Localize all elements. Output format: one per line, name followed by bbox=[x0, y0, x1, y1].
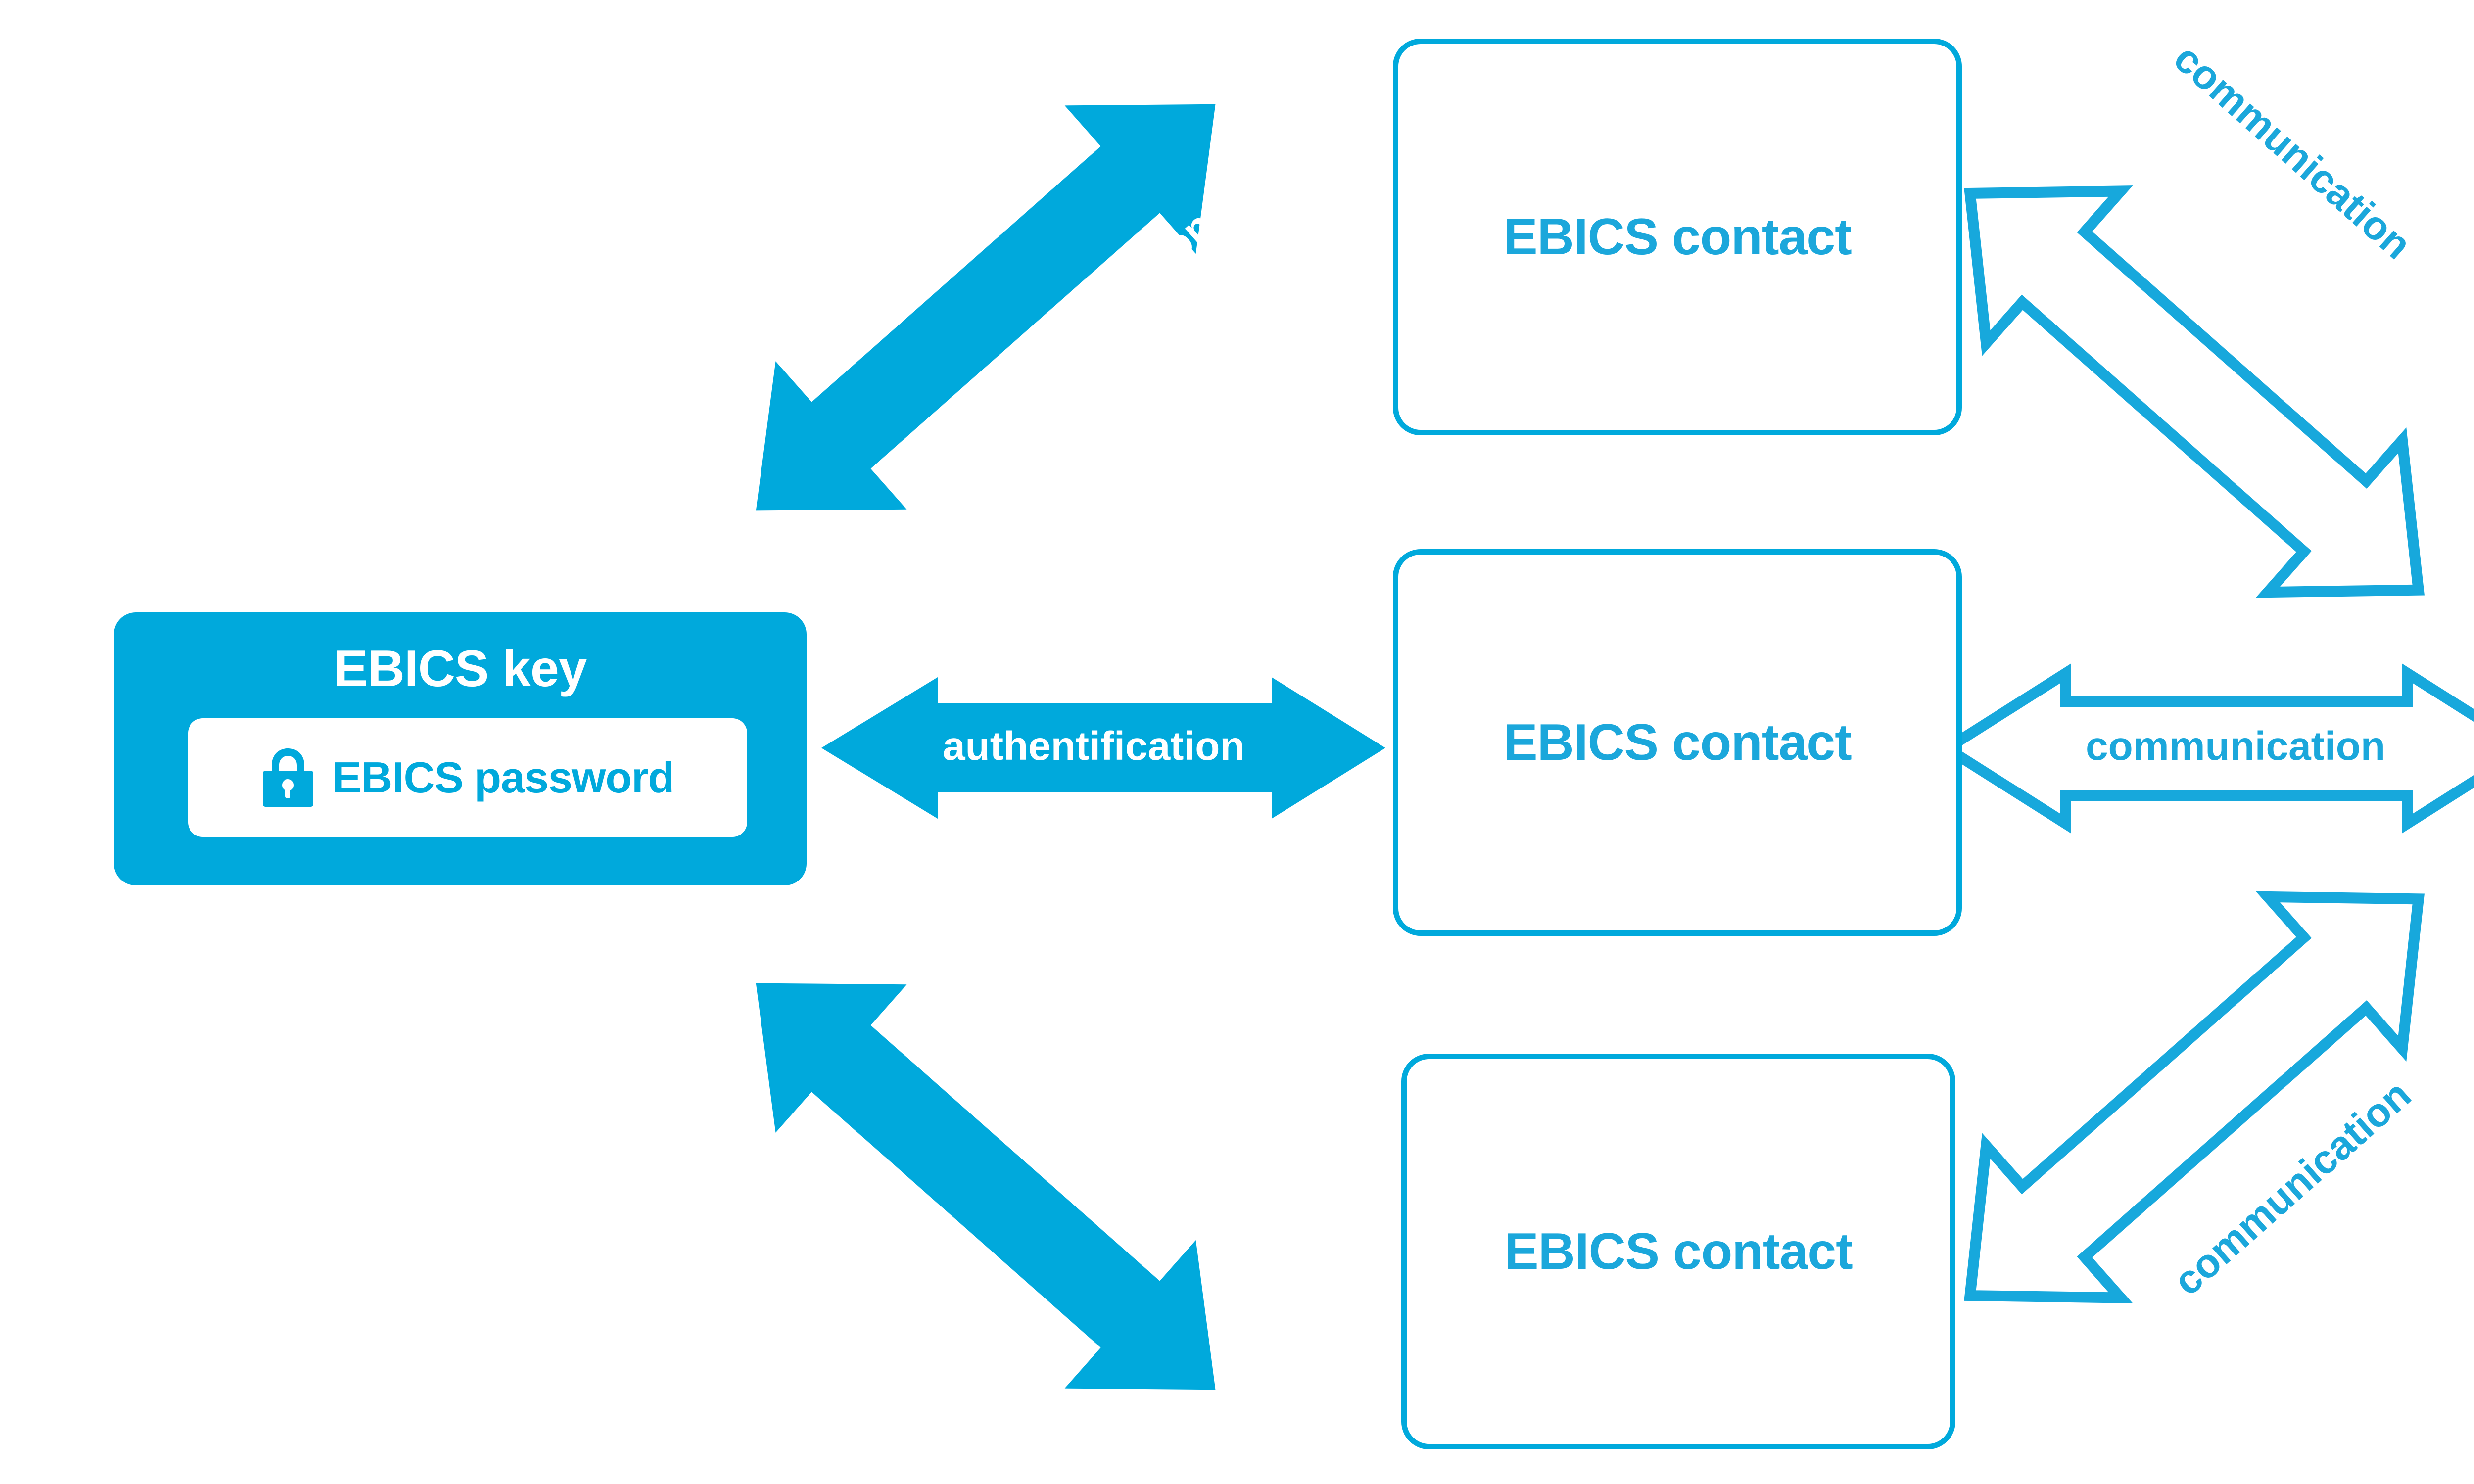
ebics-contact-box-bottom[interactable]: EBICS contact bbox=[1401, 1054, 1955, 1449]
ebics-key-card[interactable]: EBICS key EBICS password bbox=[114, 612, 807, 885]
ebics-key-title: EBICS key bbox=[333, 640, 587, 697]
arrow-communication-top bbox=[1964, 186, 2425, 598]
ebics-password-chip[interactable]: EBICS password bbox=[188, 718, 747, 837]
arrow-authentification-top bbox=[756, 104, 1216, 511]
ebics-contact-label-middle: EBICS contact bbox=[1503, 713, 1852, 771]
ebics-contact-label-bottom: EBICS contact bbox=[1504, 1222, 1853, 1280]
ebics-contact-box-middle[interactable]: EBICS contact bbox=[1393, 549, 1962, 936]
arrow-communication-bottom bbox=[1964, 891, 2425, 1303]
ebics-contact-box-top[interactable]: EBICS contact bbox=[1393, 39, 1962, 435]
lock-icon bbox=[262, 748, 313, 807]
ebics-password-label: EBICS password bbox=[332, 753, 674, 802]
arrow-authentification-bottom bbox=[756, 983, 1216, 1390]
arrow-communication-middle bbox=[1937, 663, 2474, 834]
arrow-authentification-middle bbox=[821, 677, 1385, 819]
ebics-contact-label-top: EBICS contact bbox=[1503, 208, 1852, 266]
